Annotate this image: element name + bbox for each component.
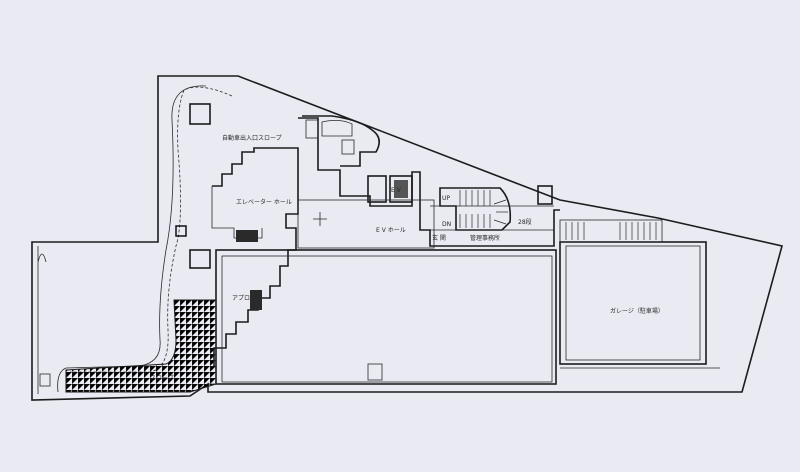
label-ev-hall: E V ホール [376,227,406,234]
stair-treads [459,190,508,228]
shed-hatch [565,222,657,240]
label-top-area: 自動車出入口スロープ [222,134,282,142]
garage-shed [559,219,663,243]
lower-edge [208,367,720,385]
label-stair-no: 28段 [518,218,532,226]
pillar-top [189,103,211,125]
label-entry: 玄 関 [432,234,446,242]
elevator-inner [394,180,408,198]
ramp-tiles [65,299,217,393]
inner-wall-left [211,186,263,239]
bath-tub [321,120,353,137]
approach-path [70,86,233,373]
pillar-mid [189,249,211,269]
wc-fixture-1 [305,119,319,139]
cross-marker [313,212,327,226]
pillar-right [537,185,553,205]
label-stair-dn: DN [442,221,451,228]
main-hall-inner [221,255,553,383]
label-office: 管理事務所 [470,234,500,242]
approach-edge [57,85,207,393]
label-hall: エレベーター ホール [236,198,292,206]
column-block-1 [236,230,258,242]
label-ev: E V [391,187,402,194]
site-boundary [31,75,783,401]
stair-curve [439,187,512,231]
core-bath [302,115,380,167]
office-wall [430,205,554,231]
elevator-shaft-1 [367,175,387,203]
corner-post [39,373,51,387]
label-parking: ガレージ（駐車場） [610,307,664,315]
column-block-2 [250,290,262,310]
label-ramp: スロープ [150,375,174,382]
label-approach: アプローチ [232,295,262,302]
garage-inner [565,245,701,361]
elevator-shaft-2 [389,175,413,203]
left-lot [37,246,47,394]
hall-wall [297,199,435,249]
label-stair-up: UP [442,195,450,202]
wc-fixture-2 [341,139,355,155]
marker-square [175,225,187,237]
door-block [367,363,383,381]
